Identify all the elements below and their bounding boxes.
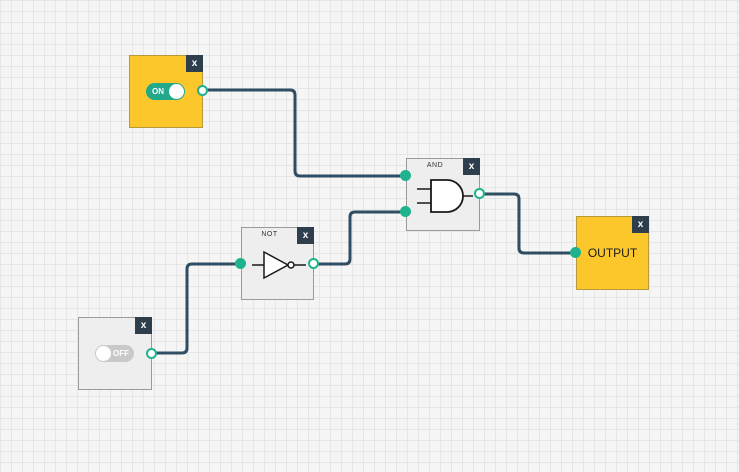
toggle-knob (96, 346, 111, 361)
gate-title: NOT (261, 231, 278, 238)
toggle-label: ON (152, 87, 164, 96)
output-label: OUTPUT (587, 246, 638, 260)
wire-switch-off-to-not[interactable] (152, 262, 241, 355)
and-gate-output-port[interactable] (474, 188, 485, 199)
not-gate-icon (252, 250, 306, 280)
not-gate-output-port[interactable] (308, 258, 319, 269)
output-input-port[interactable] (570, 247, 581, 258)
toggle-switch-on[interactable]: ON (146, 83, 185, 100)
toggle-label: OFF (113, 349, 129, 358)
switch-off-output-port[interactable] (146, 348, 157, 359)
close-icon[interactable]: x (186, 55, 203, 72)
wire-switch-on-to-and[interactable] (203, 88, 406, 178)
gate-title: AND (426, 162, 444, 169)
wire-and-to-output[interactable] (480, 192, 576, 255)
and-gate-node[interactable]: AND x (406, 158, 480, 231)
close-icon[interactable]: x (297, 227, 314, 244)
close-icon[interactable]: x (463, 158, 480, 175)
and-gate-icon (417, 179, 473, 213)
toggle-switch-off[interactable]: OFF (95, 345, 134, 362)
close-icon[interactable]: x (632, 216, 649, 233)
switch-off-node[interactable]: x OFF (78, 317, 152, 390)
not-gate-node[interactable]: NOT x (241, 227, 314, 300)
and-gate-input-port-2[interactable] (400, 206, 411, 217)
toggle-knob (169, 84, 184, 99)
wire-not-to-and[interactable] (314, 210, 406, 266)
switch-on-node[interactable]: x ON (129, 55, 203, 128)
output-node[interactable]: x OUTPUT (576, 216, 649, 290)
close-icon[interactable]: x (135, 317, 152, 334)
switch-on-output-port[interactable] (197, 85, 208, 96)
not-gate-input-port[interactable] (235, 258, 246, 269)
and-gate-input-port-1[interactable] (400, 170, 411, 181)
